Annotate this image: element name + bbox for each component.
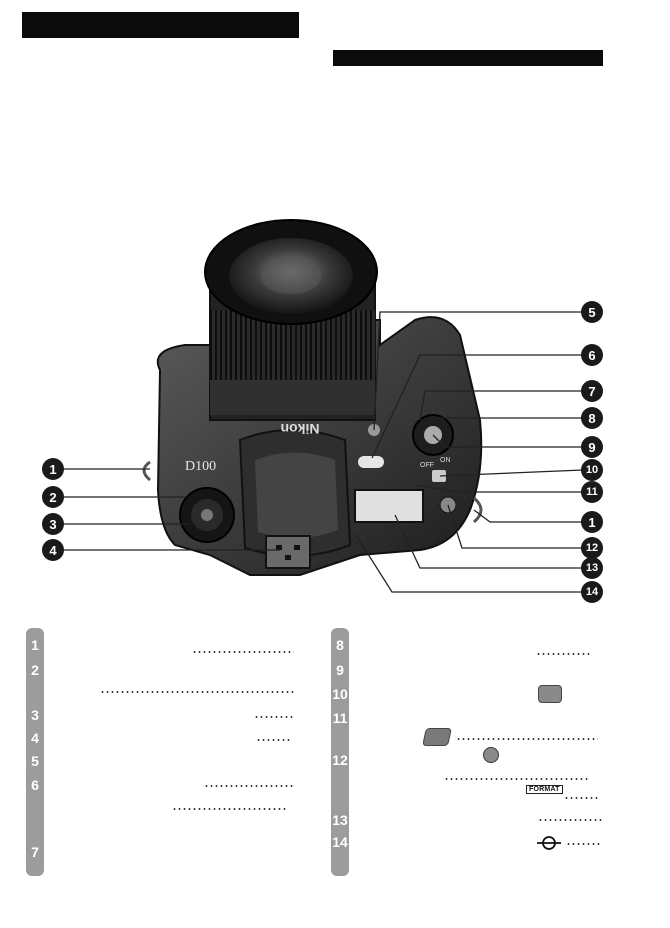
camera-top-view-illustration: Nikon D100 OFF ON [64,219,584,593]
leader-dots [100,691,294,693]
callout-5: 5 [581,301,603,323]
leader-dots [536,653,592,655]
control-panel-lcd [354,489,424,523]
callout-6: 6 [581,344,603,366]
leader-dots [172,808,288,810]
callout-12: 12 [581,537,603,559]
legend-num-8: 8 [336,637,344,653]
callout-9: 9 [581,436,603,458]
model-logo: D100 [185,459,216,474]
mode-button-icon [538,685,562,703]
brand-label: Nikon [281,421,320,437]
callout-2: 2 [42,486,64,508]
leader-dots [444,778,590,780]
leader-dots [456,738,598,740]
strap-lug-left [142,460,152,482]
leader-dots [564,797,598,799]
flash-button-icon [422,728,452,746]
leader-dots [204,785,294,787]
legend-num-12: 12 [332,752,348,768]
callout-7: 7 [581,380,603,402]
callout-8: 8 [581,407,603,429]
legend-column-right [331,628,349,876]
button-10 [432,470,446,482]
callout-14: 14 [581,581,603,603]
legend-num-7: 7 [31,844,39,860]
format-label-icon: FORMAT [526,785,563,794]
legend-num-1: 1 [31,637,39,653]
callout-4: 4 [42,539,64,561]
button-6 [358,456,384,468]
svg-text:OFF: OFF [420,462,434,469]
legend-num-11: 11 [332,710,348,726]
callout-1-left: 1 [42,458,64,480]
leader-dots [566,843,600,845]
legend-num-2: 2 [31,662,39,678]
legend-num-10: 10 [332,686,348,702]
legend-num-4: 4 [31,730,39,746]
legend-num-9: 9 [336,662,344,678]
legend-num-3: 3 [31,707,39,723]
legend-num-6: 6 [31,777,39,793]
callout-13: 13 [581,557,603,579]
legend-num-14: 14 [332,834,348,850]
leader-dots [256,739,290,741]
header-bar-right [333,50,603,66]
strap-lug-right [472,496,483,524]
legend-num-5: 5 [31,753,39,769]
round-button-icon [483,747,499,763]
focal-plane-mark-icon [537,836,561,850]
legend-column-left [26,628,44,876]
svg-text:ON: ON [440,457,451,464]
leader-dots [254,716,294,718]
legend-num-13: 13 [332,812,348,828]
callout-1-right: 1 [581,511,603,533]
header-bar-left [22,12,299,38]
callout-10: 10 [581,459,603,481]
leader-dots [538,819,604,821]
accessory-shoe [265,535,311,569]
callout-3: 3 [42,513,64,535]
callout-11: 11 [581,481,603,503]
leader-dots [192,651,294,653]
